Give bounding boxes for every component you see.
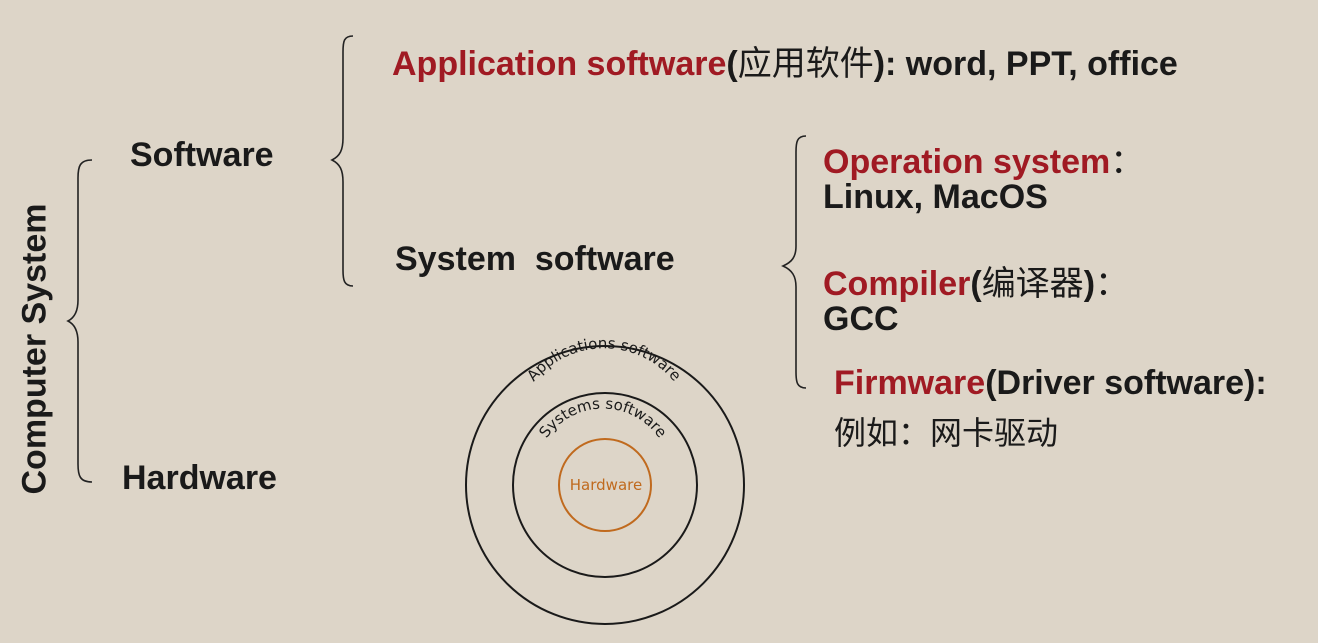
- compiler-paren-open: (: [970, 265, 982, 303]
- application-software-term: Application software: [392, 45, 727, 83]
- compiler-sep: ：: [1095, 264, 1130, 304]
- ring-label-systems: Systems software: [535, 395, 670, 441]
- brace-system-software: [781, 135, 807, 389]
- brace-computer-system: [66, 159, 93, 483]
- operation-system-examples: Linux, MacOS: [823, 178, 1048, 216]
- operation-system-term: Operation system: [823, 143, 1111, 181]
- compiler-examples: GCC: [823, 300, 899, 338]
- ring-systems: [512, 392, 698, 578]
- firmware-examples: 例如：网卡驱动: [834, 414, 1059, 452]
- compiler-line: Compiler(编译器)：: [823, 256, 1129, 305]
- operation-system-line: Operation system：: [823, 134, 1144, 183]
- ring-hardware: [558, 438, 652, 532]
- system-software-label: System software: [395, 240, 675, 278]
- software-label: Software: [130, 136, 274, 174]
- application-cn: 应用软件: [737, 44, 874, 84]
- ring-applications: [465, 345, 745, 625]
- application-software-line: Application software(应用软件): word, PPT, o…: [392, 36, 1178, 85]
- compiler-term: Compiler: [823, 265, 971, 303]
- firmware-term: Firmware: [834, 364, 986, 402]
- application-paren-close: ): [873, 45, 886, 83]
- hardware-label: Hardware: [122, 459, 277, 497]
- ring-label-applications: Applications software: [523, 334, 685, 384]
- compiler-cn: 编译器: [981, 264, 1084, 304]
- application-paren-open: (: [726, 45, 738, 83]
- ring-label-hardware: Hardware: [570, 476, 642, 494]
- firmware-desc: (Driver software):: [985, 364, 1267, 402]
- operation-system-sep: ：: [1110, 142, 1145, 182]
- compiler-paren-close: ): [1083, 265, 1096, 303]
- firmware-line: Firmware(Driver software):: [834, 364, 1267, 403]
- brace-software: [330, 35, 354, 287]
- application-examples: : word, PPT, office: [885, 45, 1178, 83]
